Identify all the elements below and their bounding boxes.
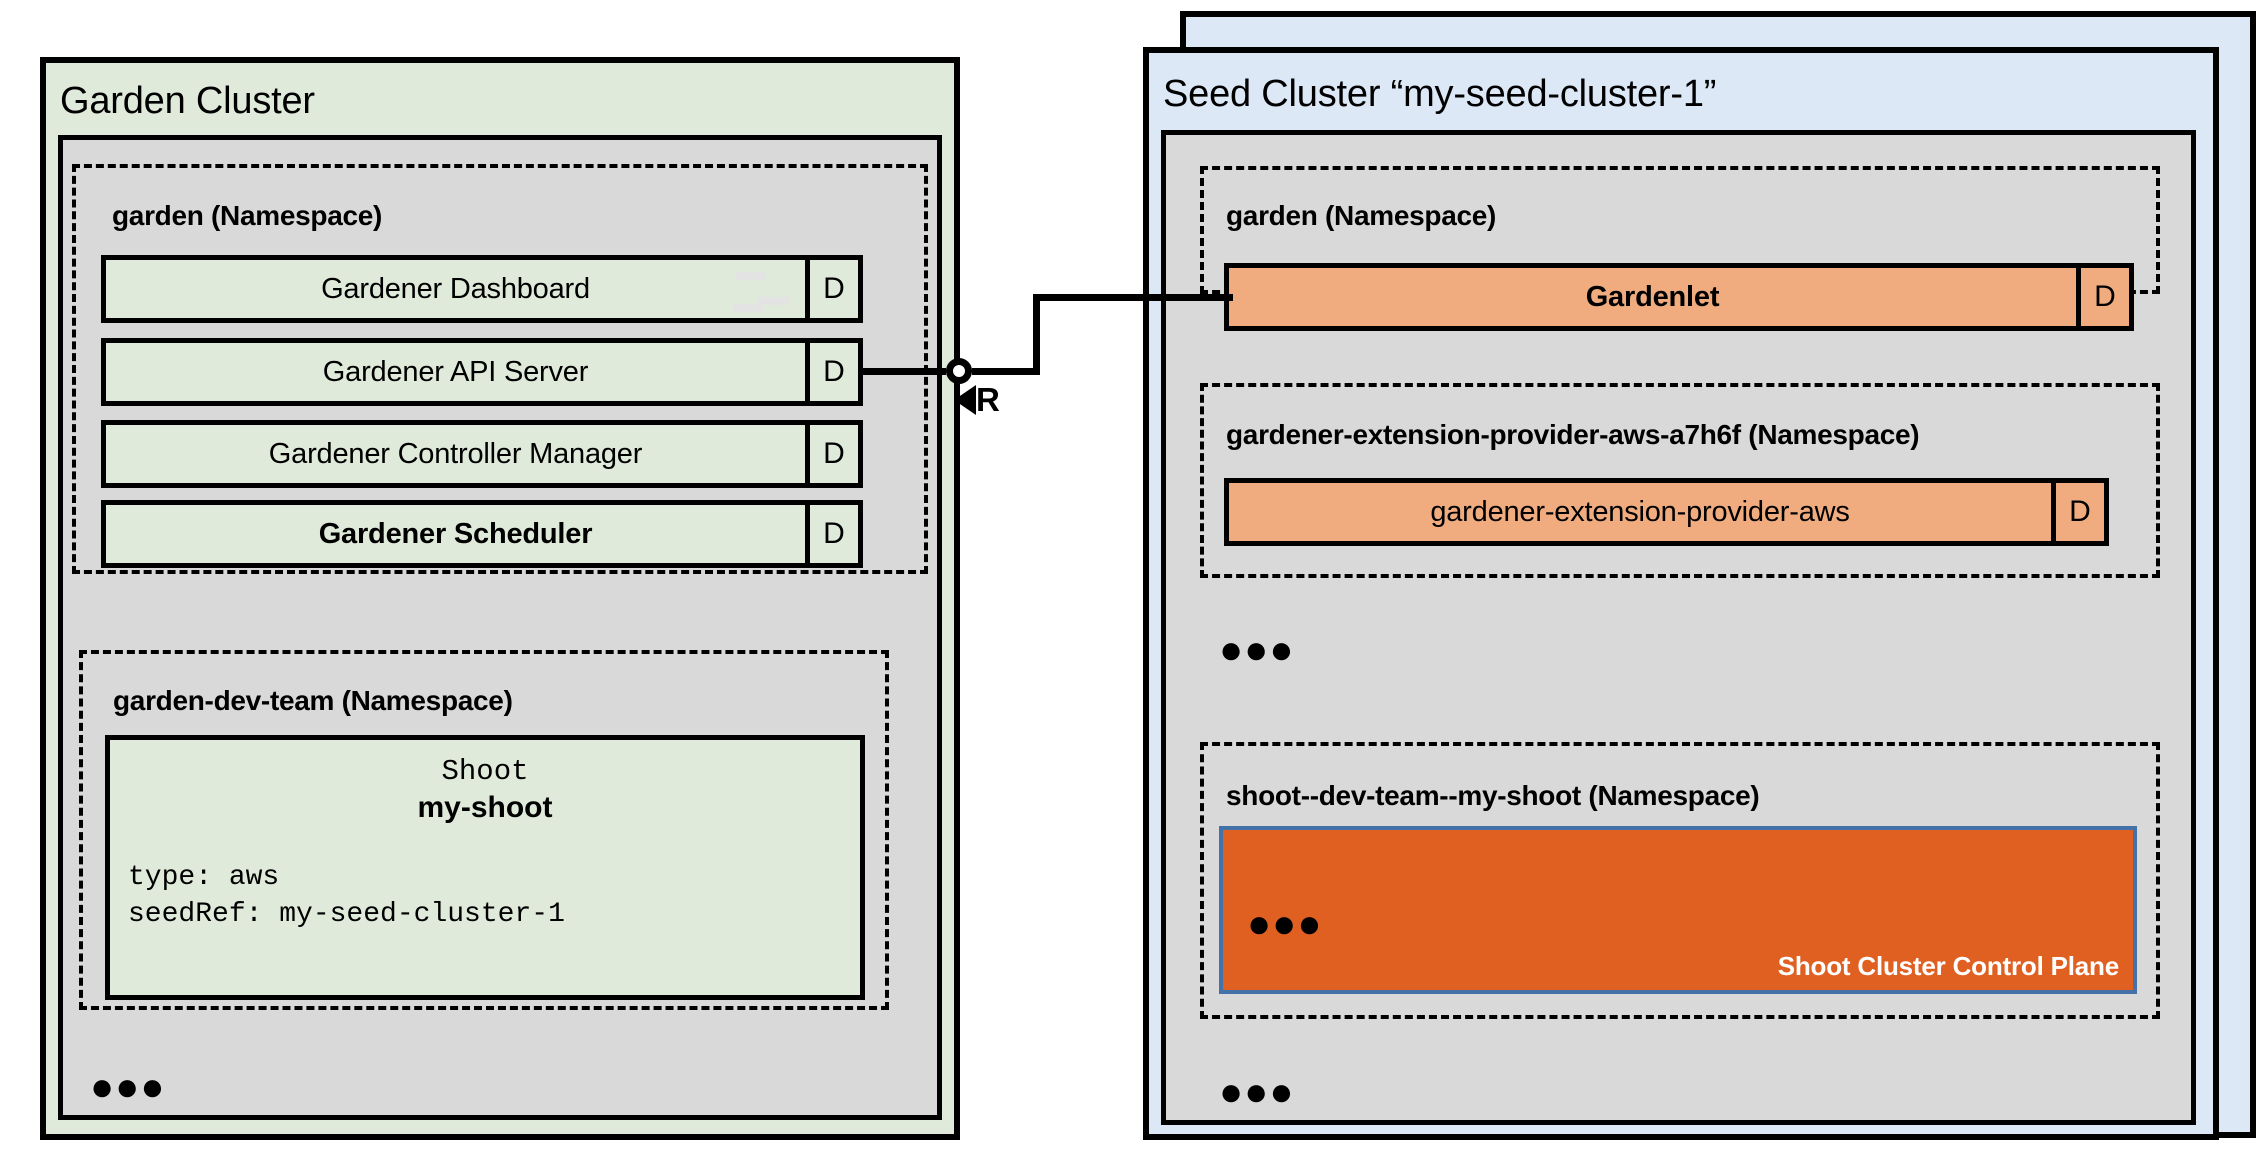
shoot-manifest-card[interactable]: Shoot my-shoot type: aws seedRef: my-see… [105, 735, 865, 1000]
component-gardener-controller-manager[interactable]: Gardener Controller Manager D [101, 420, 863, 488]
control-plane-more-indicator: ●●● [1247, 902, 1323, 946]
component-gardener-dashboard[interactable]: Gardener Dashboard D [101, 255, 863, 323]
garden-cluster-more-indicator: ●●● [90, 1065, 166, 1109]
render-artifact-dash-1 [736, 272, 766, 280]
namespace-garden-seed-title: garden (Namespace) [1226, 200, 1497, 231]
shoot-manifest-spec-line-2: seedRef: my-seed-cluster-1 [128, 899, 565, 931]
component-gardener-scheduler[interactable]: Gardener Scheduler D [101, 500, 863, 568]
namespace-garden-dev-team [79, 650, 889, 1010]
control-plane-label: Shoot Cluster Control Plane [1777, 951, 2119, 981]
seed-cluster-title: Seed Cluster “my-seed-cluster-1” [1163, 73, 1717, 115]
component-gardener-dashboard-label: Gardener Dashboard [321, 272, 590, 305]
component-gardenlet[interactable]: Gardenlet D [1224, 263, 2134, 331]
namespace-shoot-dev-team-my-shoot-title: shoot--dev-team--my-shoot (Namespace) [1226, 780, 1760, 811]
connector-segment-api-stub [863, 368, 946, 375]
component-gardener-scheduler-label: Gardener Scheduler [318, 517, 593, 550]
connector-port-circle [946, 358, 972, 384]
component-extension-provider-aws[interactable]: gardener-extension-provider-aws D [1224, 478, 2109, 546]
connector-segment-riser [1033, 294, 1040, 375]
namespace-garden-left-title: garden (Namespace) [112, 200, 383, 231]
component-gardener-api-server-kind: D [805, 343, 858, 401]
garden-cluster-title: Garden Cluster [60, 80, 315, 122]
component-extension-provider-aws-label: gardener-extension-provider-aws [1430, 495, 1850, 528]
component-gardener-dashboard-kind: D [805, 260, 858, 318]
render-artifact-dash-3 [733, 304, 763, 312]
shoot-manifest-kind: Shoot [441, 755, 529, 788]
shoot-manifest-spec-line-1: type: aws [128, 862, 280, 894]
required-interface-letter: R [976, 381, 1000, 418]
namespace-extension-provider-aws-title: gardener-extension-provider-aws-a7h6f (N… [1226, 419, 1920, 450]
namespace-garden-dev-team-title: garden-dev-team (Namespace) [113, 685, 513, 716]
shoot-manifest-name: my-shoot [417, 791, 553, 825]
seed-cluster-more-indicator-middle: ●●● [1219, 628, 1295, 672]
required-interface-arrow-icon [954, 385, 976, 415]
namespace-extension-provider-aws [1200, 383, 2160, 578]
component-gardener-scheduler-kind: D [805, 505, 858, 563]
component-gardenlet-label: Gardenlet [1585, 280, 1720, 313]
component-gardenlet-kind: D [2076, 268, 2129, 326]
render-artifact-dash-2 [757, 297, 789, 305]
connector-segment-top-run [1033, 294, 1233, 301]
component-gardener-controller-manager-kind: D [805, 425, 858, 483]
shoot-cluster-control-plane[interactable]: ●●● Shoot Cluster Control Plane [1219, 826, 2137, 994]
component-gardener-api-server-label: Gardener API Server [322, 355, 589, 388]
component-extension-provider-aws-kind: D [2051, 483, 2104, 541]
component-gardener-api-server[interactable]: Gardener API Server D [101, 338, 863, 406]
component-gardener-controller-manager-label: Gardener Controller Manager [268, 437, 643, 470]
seed-cluster-more-indicator-bottom: ●●● [1219, 1070, 1295, 1114]
namespace-shoot-dev-team-my-shoot [1200, 742, 2160, 1019]
connector-segment-right-low [972, 368, 1040, 375]
